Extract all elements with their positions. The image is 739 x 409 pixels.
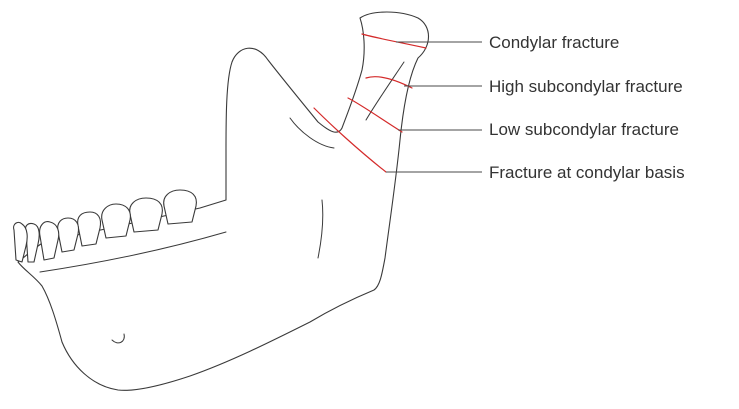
label-high-subcondylar-fracture: High subcondylar fracture (489, 77, 683, 96)
label-condylar-fracture: Condylar fracture (489, 33, 619, 52)
fracture-labels: Condylar fracture High subcondylar fract… (489, 33, 685, 182)
label-condylar-basis-fracture: Fracture at condylar basis (489, 163, 685, 182)
molar-tooth-3 (102, 204, 131, 238)
premolar-tooth-1 (78, 212, 101, 246)
label-low-subcondylar-fracture: Low subcondylar fracture (489, 120, 679, 139)
molar-tooth-1 (164, 190, 197, 224)
molar-tooth-2 (130, 198, 163, 232)
mandible-outline (18, 12, 429, 390)
